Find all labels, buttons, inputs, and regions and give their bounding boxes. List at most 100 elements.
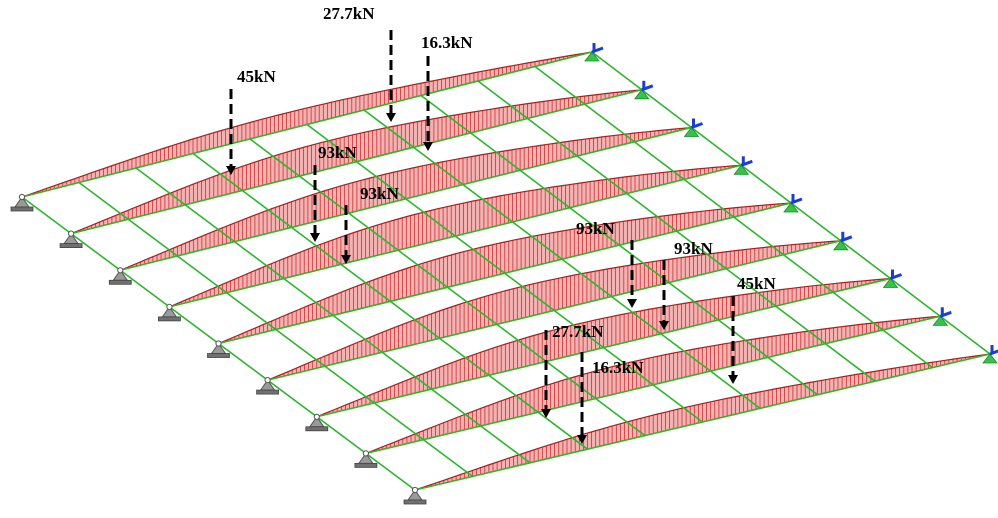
pin-support-node [264, 377, 271, 384]
roller-support-icon [832, 231, 853, 251]
roller-support-arm [790, 197, 803, 205]
pin-support-node [18, 193, 26, 201]
roller-support-triangle [932, 315, 949, 326]
pin-support-base [305, 426, 329, 432]
load-arrowhead [226, 166, 236, 175]
pin-support-icon [256, 377, 280, 395]
crossbeam-line-8 [420, 94, 818, 396]
pin-support-base [157, 316, 181, 322]
load-arrowhead [423, 142, 433, 151]
pin-support-node [117, 267, 124, 274]
load-arrowhead [577, 435, 587, 444]
roller-support-icon [932, 307, 952, 326]
roller-support-triangle [733, 164, 750, 175]
roller-support-arm [939, 310, 952, 318]
crossbeam-line-4 [192, 152, 588, 450]
load-arrow-2 [423, 56, 433, 151]
pin-support-icon [305, 413, 329, 432]
roller-support-arm [641, 84, 654, 92]
roller-support-triangle [783, 202, 799, 213]
crossbeam-line-7 [363, 109, 761, 410]
load-label-3: 45kN [237, 67, 276, 86]
loads-layer: 27.7kN 16.3kN 45kN 93kN 93kN 93kN 93kN 4… [226, 4, 776, 444]
moment-outline-girder-9 [414, 353, 991, 491]
pin-support-base [207, 353, 230, 358]
pin-support-base [59, 243, 83, 249]
moment-outline-girder-3 [120, 126, 692, 271]
roller-support-arm [889, 273, 903, 280]
roller-support-icon [683, 118, 704, 137]
load-label-2: 16.3kN [421, 33, 473, 52]
load-label-5: 93kN [360, 184, 399, 203]
pin-support-node [166, 303, 173, 310]
load-arrow-3 [226, 89, 236, 175]
roller-support-arm [840, 235, 853, 243]
bending-moment-layer [21, 51, 991, 491]
moment-outline-girder-6 [267, 240, 841, 381]
load-arrow-5 [341, 205, 351, 264]
roller-support-arm [591, 46, 604, 54]
roller-support-icon [733, 156, 753, 175]
roller-support-triangle [832, 240, 849, 251]
moment-outline-girder-7 [316, 277, 891, 418]
roller-support-triangle [882, 277, 899, 288]
pin-support-base [256, 389, 280, 395]
load-arrow-8 [728, 296, 738, 384]
load-arrow-4 [310, 165, 320, 242]
load-label-4: 93kN [318, 143, 357, 162]
load-arrowhead [386, 113, 396, 122]
pin-support-icon [108, 267, 132, 285]
load-arrowhead [728, 375, 738, 384]
load-label-1: 27.7kN [323, 4, 375, 23]
pin-support-base [108, 279, 132, 285]
pin-support-icon [10, 193, 34, 212]
pin-support-base [10, 206, 34, 212]
roller-support-triangle [982, 353, 998, 364]
load-arrow-7 [659, 260, 669, 330]
pin-support-icon [207, 340, 230, 358]
roller-support-icon [584, 43, 604, 62]
load-arrow-6 [627, 240, 637, 308]
load-arrowhead [627, 299, 637, 308]
load-arrowhead [310, 233, 320, 242]
pin-support-icon [403, 486, 427, 505]
crossbeam-line-9 [477, 80, 876, 382]
moment-outline-girder-1 [21, 51, 593, 198]
supports-layer [10, 43, 998, 505]
pin-support-node [215, 340, 222, 347]
moment-outline-girder-4 [169, 164, 742, 308]
pin-support-base [403, 499, 427, 505]
load-arrowhead [541, 409, 551, 418]
pin-support-icon [59, 230, 83, 249]
moment-outline-girder-5 [218, 202, 792, 345]
load-arrow-9 [541, 330, 551, 418]
load-label-10: 16.3kN [592, 358, 644, 377]
crossbeam-line-6 [306, 123, 703, 423]
roller-support-icon [982, 345, 998, 364]
pin-support-node [362, 450, 369, 457]
roller-support-icon [633, 80, 654, 100]
load-arrowhead [659, 321, 669, 330]
load-label-9: 27.7kN [552, 322, 604, 341]
load-label-8: 45kN [737, 274, 776, 293]
crossbeam-line-3 [135, 167, 531, 464]
load-arrow-1 [386, 30, 396, 122]
roller-support-icon [783, 194, 803, 213]
load-arrowhead [341, 255, 351, 264]
moment-outline-girder-8 [365, 315, 941, 454]
pin-support-icon [157, 303, 181, 322]
pin-support-icon [354, 450, 378, 468]
roller-support-arm [690, 122, 704, 129]
roller-support-arm [989, 349, 998, 356]
roller-support-triangle [633, 89, 650, 100]
crossbeam-line-2 [78, 181, 473, 478]
moment-outline-girder-2 [70, 89, 642, 235]
pin-support-node [67, 230, 75, 237]
pin-support-node [313, 413, 320, 420]
roller-support-arm [740, 159, 753, 167]
load-label-6: 93kN [576, 219, 615, 238]
roller-support-triangle [584, 51, 600, 62]
pin-support-node [411, 486, 419, 494]
